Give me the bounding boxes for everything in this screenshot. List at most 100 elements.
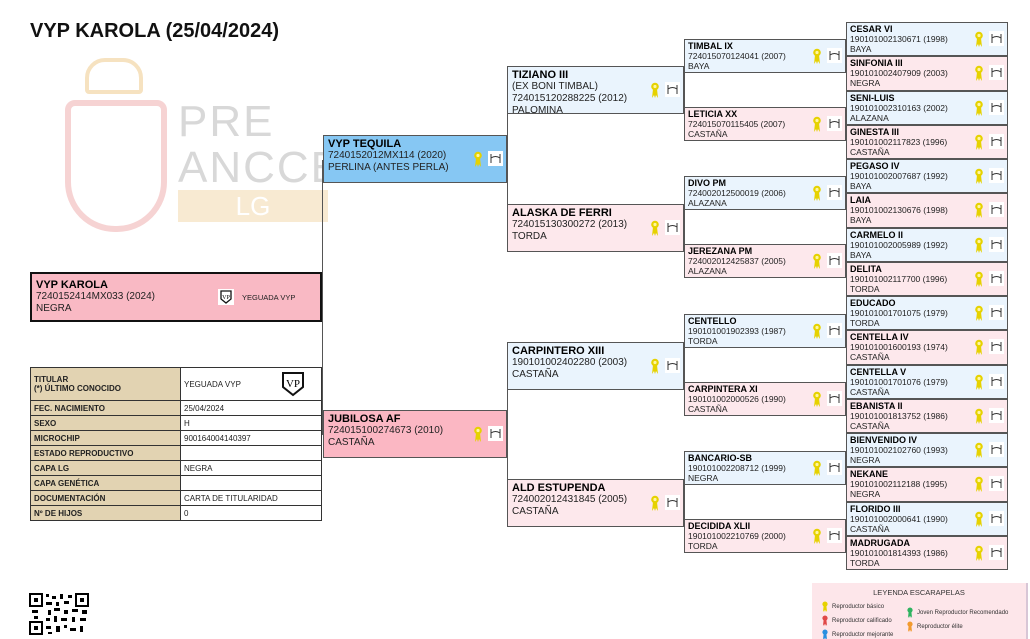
horse-name: CARMELO II — [850, 229, 903, 240]
horse-name: NEKANE — [850, 469, 889, 480]
horse-detail: PERLINA (ANTES PERLA) — [328, 162, 449, 173]
qr-code-icon[interactable] — [28, 592, 90, 636]
legend-item: Reproductor básico — [822, 601, 884, 612]
horse-detail: 190101002000526 (1990) — [688, 394, 786, 404]
rosette-icon — [813, 391, 821, 407]
brand-mark-icon — [989, 339, 1004, 355]
horse-name: CENTELLO — [688, 316, 737, 326]
rosette-icon — [975, 31, 983, 47]
rosette-icon — [975, 511, 983, 527]
brand-mark-icon — [665, 358, 680, 373]
horse-name: DECIDIDA XLII — [688, 521, 751, 531]
brand-mark-icon — [989, 236, 1004, 252]
horse-name: FLORIDO III — [850, 503, 901, 514]
connector-line — [846, 519, 847, 553]
rosette-icon — [975, 545, 983, 561]
connector-line — [322, 160, 323, 435]
horse-detail: TORDA — [688, 541, 718, 551]
legend-item: Reproductor élite — [907, 621, 963, 632]
horse-detail: NEGRA — [688, 473, 719, 483]
subject-coat: NEGRA — [36, 303, 72, 314]
brand-mark-icon — [827, 323, 842, 338]
horse-detail: 190101002310163 (2002) — [850, 102, 948, 113]
horse-name: DIVO PM — [688, 178, 727, 188]
table-row: TITULAR(*) ÚLTIMO CONOCIDO YEGUADA VYP V… — [30, 367, 322, 401]
brand-mark-icon — [827, 460, 842, 475]
rosette-icon — [813, 460, 821, 476]
horse-name: CESAR VI — [850, 24, 893, 34]
connector-line — [846, 176, 847, 210]
rosette-icon — [975, 168, 983, 184]
horse-detail: TORDA — [850, 318, 880, 328]
rosette-icon — [975, 374, 983, 390]
horse-detail: (EX BONI TIMBAL) — [512, 81, 598, 92]
subject-horse-card[interactable]: VYP KAROLA 7240152414MX033 (2024) NEGRA … — [30, 272, 322, 322]
horse-card[interactable]: TIZIANO III(EX BONI TIMBAL)7240151202882… — [507, 66, 684, 114]
rosette-icon — [975, 100, 983, 116]
legend-item: Reproductor mejorante — [822, 629, 893, 639]
rosette-icon — [907, 607, 913, 618]
rosette-icon — [975, 339, 983, 356]
horse-detail: ALAZANA — [850, 112, 889, 123]
table-row: CAPA GENÉTICA — [30, 475, 322, 491]
breeder-logo-icon: VP — [218, 289, 234, 305]
connector-line — [507, 90, 508, 228]
brand-mark-icon — [665, 220, 680, 235]
brand-mark-icon — [989, 168, 1004, 183]
svg-text:VP: VP — [222, 295, 230, 301]
horse-detail: 724015070124041 (2007) — [688, 51, 786, 61]
horse-name: SENI-LUIS — [850, 92, 895, 103]
rosette-icon — [975, 271, 983, 287]
horse-detail: TORDA — [850, 283, 880, 294]
connector-line — [684, 468, 685, 536]
brand-mark-icon — [989, 373, 1004, 389]
brand-mark-icon — [989, 305, 1004, 320]
horse-detail: 724002012425837 (2005) — [688, 256, 786, 266]
horse-name: BANCARIO-SB — [688, 453, 752, 463]
brand-mark-icon — [989, 476, 1004, 492]
horse-detail: 190101002117700 (1996) — [850, 273, 948, 284]
horse-name: JEREZANA PM — [688, 246, 753, 256]
horse-name: CENTELLA V — [850, 366, 907, 377]
brand-mark-icon — [989, 442, 1004, 457]
horse-detail: 724015130300272 (2013) — [512, 219, 628, 230]
horse-name: EDUCADO — [850, 298, 896, 308]
connector-line — [684, 56, 685, 124]
brand-mark-icon — [989, 270, 1004, 286]
connector-line — [507, 366, 508, 503]
horse-name: ALD ESTUPENDA — [512, 482, 606, 494]
rosette-icon — [822, 629, 828, 639]
